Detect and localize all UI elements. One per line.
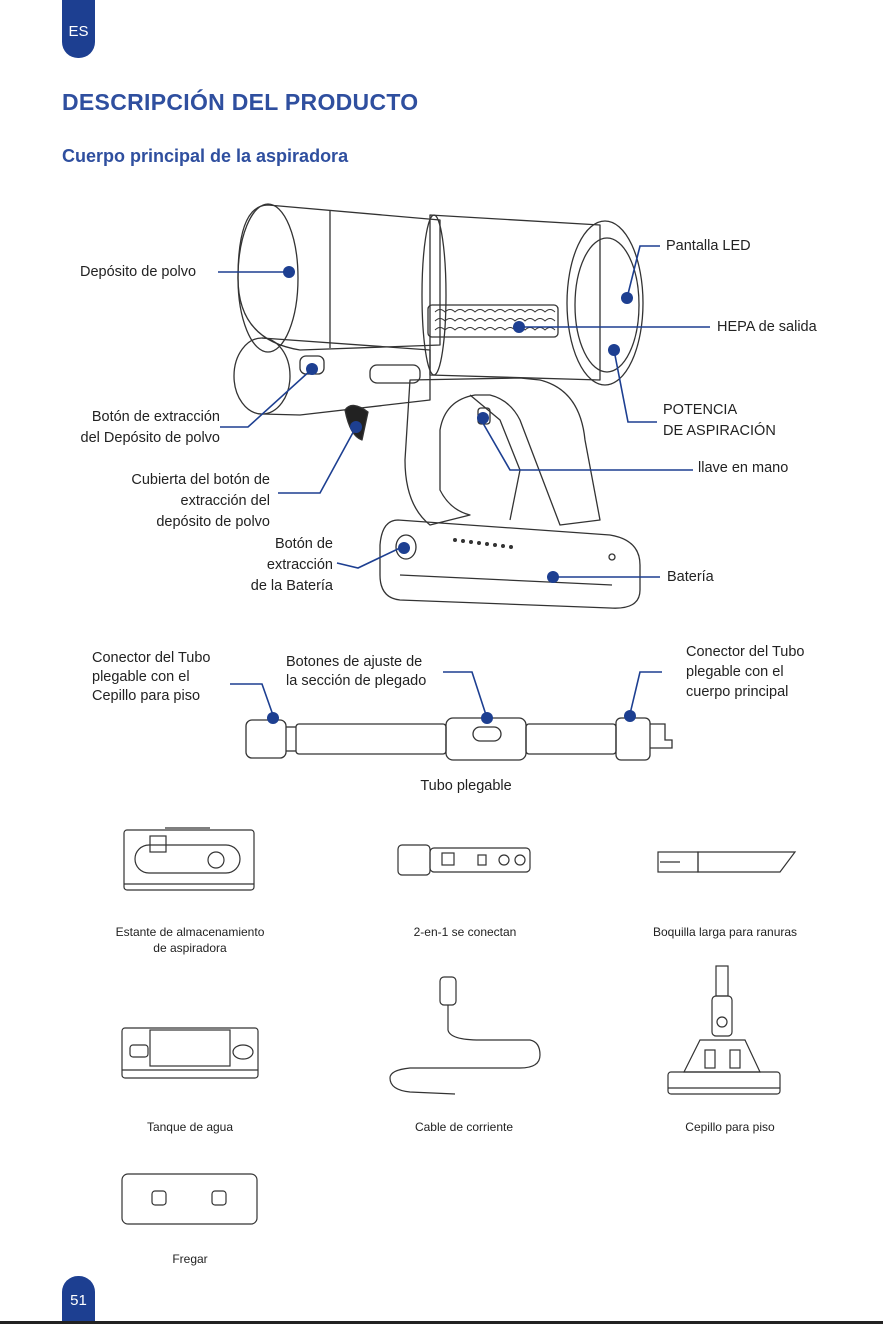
page-number-tab: 51 <box>62 1276 95 1324</box>
label-dust-tank: Depósito de polvo <box>80 264 197 280</box>
storage-rack-shape <box>123 827 255 891</box>
label-battery-button-line1: Botón de <box>274 536 333 552</box>
label-release-button-line2: del Depósito de polvo <box>80 430 220 446</box>
label-tube-right-line1: Conector del Tubo <box>686 644 805 660</box>
caption-storage-line2: de aspiradora <box>153 941 227 955</box>
caption-scrub: Fregar <box>172 1252 208 1266</box>
power-cable-shape <box>389 976 541 1095</box>
callout-dot <box>350 421 362 433</box>
floor-brush-shape <box>667 965 781 1095</box>
caption-floor-brush: Cepillo para piso <box>685 1120 775 1134</box>
label-cover-line2: extracción del <box>180 493 270 509</box>
label-release-button-line1: Botón de extracción <box>91 409 220 425</box>
callout-dot <box>547 571 559 583</box>
callout-dot <box>306 363 318 375</box>
handle-shape <box>404 377 601 526</box>
label-tube-left-line3: Cepillo para piso <box>92 688 201 704</box>
label-battery-button-line2: extracción <box>266 557 333 573</box>
caption-storage-line1: Estante de almacenamiento <box>115 925 265 939</box>
caption-folding-tube: Tubo plegable <box>420 778 512 794</box>
callout-dot <box>267 712 279 724</box>
caption-two-in-one: 2-en-1 se conectan <box>413 925 517 939</box>
label-battery-button-line3: de la Batería <box>250 578 333 594</box>
label-tube-right-line2: plegable con el <box>686 664 784 680</box>
page-bottom-rule <box>0 1321 883 1324</box>
label-power-line1: POTENCIA <box>663 402 738 418</box>
callout-dot <box>621 292 633 304</box>
label-tube-right-line3: cuerpo principal <box>686 684 789 700</box>
label-tube-left-line1: Conector del Tubo <box>92 650 211 666</box>
callout-dot <box>398 542 410 554</box>
label-cover-line1: Cubierta del botón de <box>131 472 270 488</box>
crevice-nozzle-shape <box>657 851 797 873</box>
language-tab: ES <box>62 0 95 58</box>
caption-power-cable: Cable de corriente <box>414 1120 514 1134</box>
motor-body-shape <box>429 214 601 381</box>
language-code: ES <box>68 22 89 40</box>
label-battery: Batería <box>667 569 714 585</box>
label-trigger: llave en mano <box>698 460 789 476</box>
section-subtitle: Cuerpo principal de la aspiradora <box>62 146 349 166</box>
caption-water-tank: Tanque de agua <box>146 1120 234 1134</box>
callout-dot <box>513 321 525 333</box>
water-tank-shape <box>121 1027 259 1079</box>
label-cover-line3: depósito de polvo <box>156 514 270 530</box>
folding-tube-shape <box>245 717 673 761</box>
callout-dot <box>481 712 493 724</box>
page-title: DESCRIPCIÓN DEL PRODUCTO <box>62 89 419 115</box>
label-tube-left-line2: plegable con el <box>92 669 190 685</box>
battery-shape <box>379 519 641 609</box>
callout-dot <box>283 266 295 278</box>
label-hepa: HEPA de salida <box>717 319 817 335</box>
label-power-line2: DE ASPIRACIÓN <box>663 423 776 439</box>
page-number: 51 <box>70 1291 87 1309</box>
callout-dot <box>608 344 620 356</box>
label-tube-mid-line2: la sección de plegado <box>286 673 427 689</box>
callout-dot <box>477 412 489 424</box>
scrub-pad-shape <box>121 1173 258 1225</box>
callout-dot <box>624 710 636 722</box>
two-in-one-tool-shape <box>397 844 531 876</box>
dust-tank-shape <box>237 204 441 351</box>
label-tube-mid-line1: Botones de ajuste de <box>286 654 423 670</box>
label-led-display: Pantalla LED <box>666 238 751 254</box>
caption-crevice-nozzle: Boquilla larga para ranuras <box>652 925 798 939</box>
